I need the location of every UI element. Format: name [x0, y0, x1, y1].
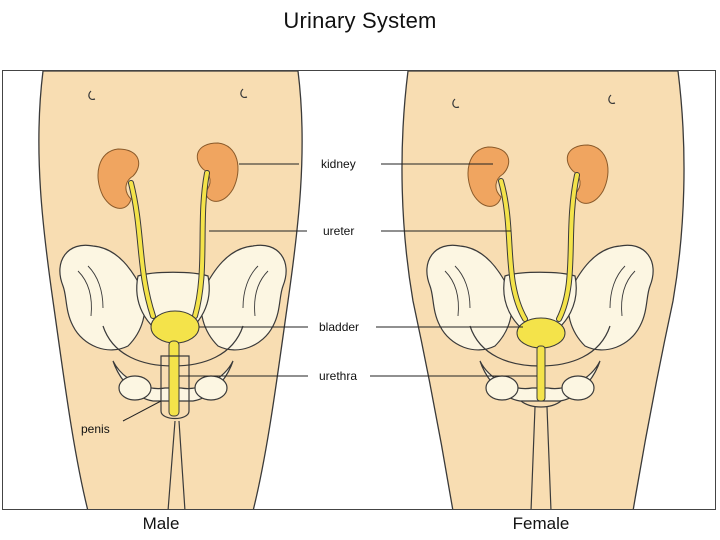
- male-kidney-left: [97, 148, 140, 209]
- female-bladder: [516, 317, 566, 349]
- leader-lines: [122, 163, 537, 422]
- caption-male: Male: [142, 514, 180, 533]
- label-bladder: bladder: [319, 320, 359, 334]
- diagram-title: Urinary System: [283, 8, 437, 33]
- female-figure: [401, 71, 685, 509]
- male-penis: [160, 355, 190, 420]
- diagram-frame: kidney ureter bladder urethra penis: [2, 70, 716, 510]
- caption-female: Female: [512, 514, 570, 533]
- female-urethra: [536, 345, 546, 402]
- female-kidney-left: [467, 146, 510, 207]
- label-ureter: ureter: [323, 224, 354, 238]
- male-figure: [38, 71, 303, 509]
- male-bladder: [150, 310, 200, 344]
- label-penis: penis: [81, 422, 110, 436]
- male-urethra: [168, 340, 180, 417]
- label-urethra: urethra: [319, 369, 357, 383]
- urinary-diagram: kidney ureter bladder urethra penis: [38, 71, 685, 509]
- label-kidney: kidney: [321, 157, 356, 171]
